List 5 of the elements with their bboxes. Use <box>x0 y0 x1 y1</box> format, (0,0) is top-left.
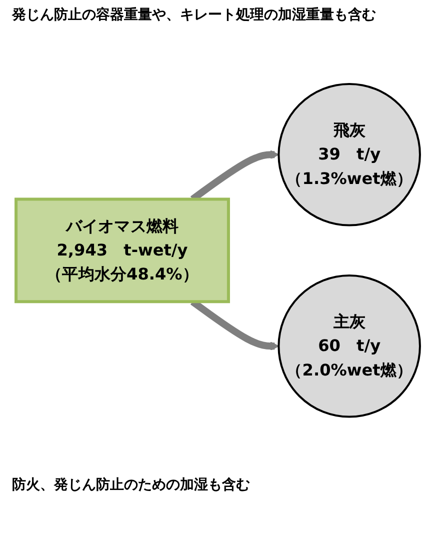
note-text: 発じん防止の容器重量や、キレート処理の加湿重量も含む <box>10 6 377 25</box>
note-text: 防火、発じん防止のための加湿も含む <box>11 476 251 495</box>
node-circle: 主灰 60 t/y （2.0%wet燃） <box>277 274 420 418</box>
node-box: バイオマス燃料 2,943 t-wet/y （平均水分48.4%） <box>14 197 230 303</box>
node-circle: 飛灰 39 t/y （1.3%wet燃） <box>277 82 420 226</box>
